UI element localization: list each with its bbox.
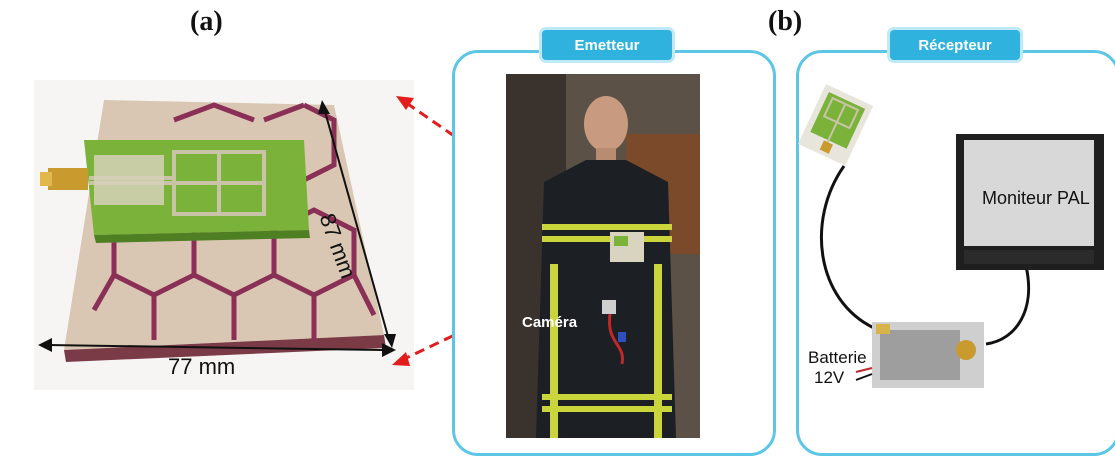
antenna-photo: [34, 80, 414, 390]
panel-label-b: (b): [768, 6, 803, 37]
battery-label-line1: Batterie: [808, 348, 867, 367]
emitter-tab: Emetteur: [542, 30, 672, 60]
receiver-setup: [798, 84, 1104, 388]
panel-label-a: (a): [190, 6, 223, 37]
battery-label: Batterie 12V: [808, 348, 867, 388]
battery-label-line2: 12V: [814, 368, 845, 387]
antenna-width-label: 77 mm: [168, 354, 236, 379]
monitor-label: Moniteur PAL: [982, 188, 1090, 208]
firefighter-photo: [506, 74, 700, 438]
receiver-tab: Récepteur: [890, 30, 1020, 60]
camera-label: Caméra: [522, 314, 578, 331]
